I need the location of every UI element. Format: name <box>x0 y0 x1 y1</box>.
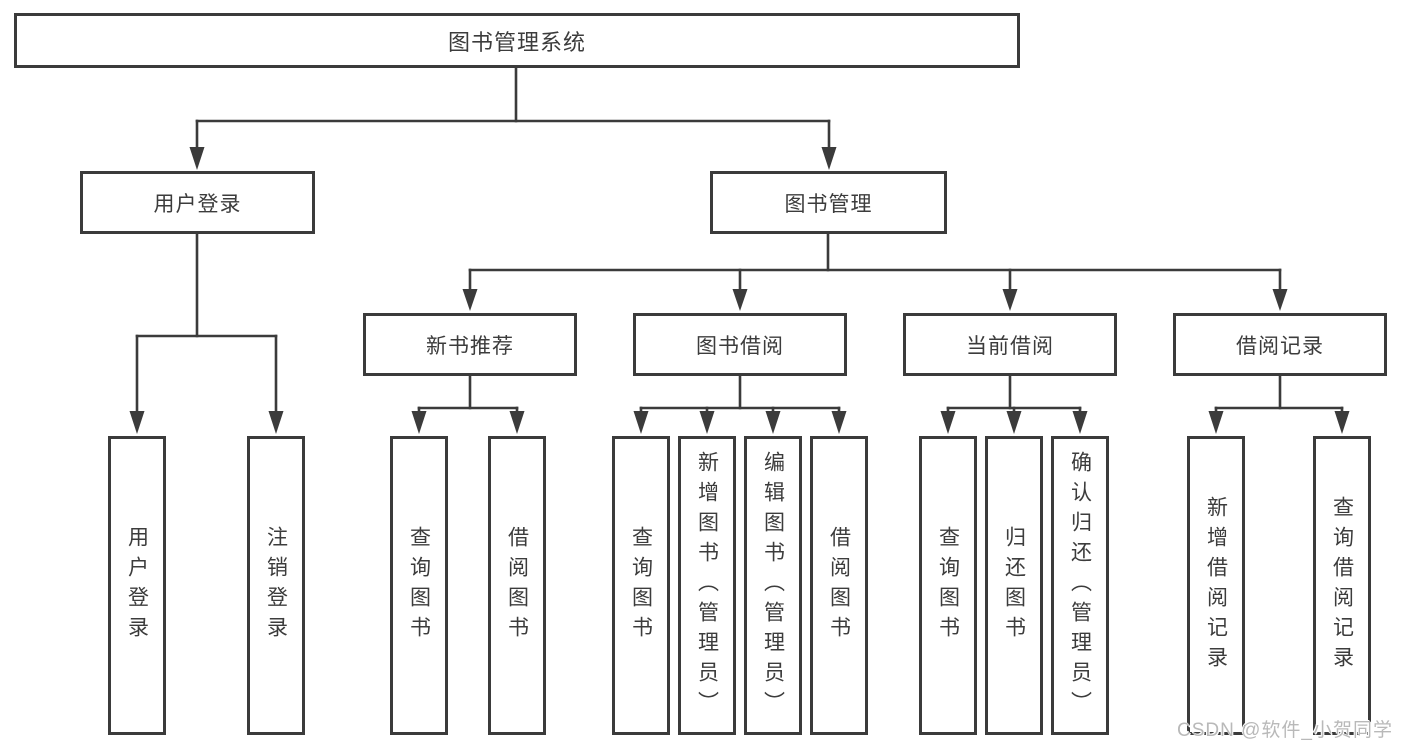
node-book-management-label: 图书管理 <box>784 192 873 216</box>
leaf-current-query-books-label: 查询图书 <box>936 525 960 646</box>
node-borrow-records-label: 借阅记录 <box>1236 334 1324 358</box>
leaf-confirm-return-admin: 确认归还（管理员） <box>1051 436 1109 735</box>
node-current-borrow-label: 当前借阅 <box>966 334 1054 358</box>
node-current-borrow: 当前借阅 <box>903 313 1117 376</box>
leaf-borrow-books: 借阅图书 <box>810 436 868 735</box>
leaf-add-books-admin-label: 新增图书（管理员） <box>695 450 719 721</box>
leaf-query-borrow-record-label: 查询借阅记录 <box>1330 495 1354 676</box>
leaf-recommend-borrow-books-label: 借阅图书 <box>505 525 529 646</box>
node-borrow-records: 借阅记录 <box>1173 313 1387 376</box>
leaf-edit-books-admin: 编辑图书（管理员） <box>744 436 802 735</box>
leaf-logout: 注销登录 <box>247 436 305 735</box>
csdn-watermark: CSDN @软件_小贺同学 <box>1177 720 1393 741</box>
node-new-book-recommend-label: 新书推荐 <box>426 334 514 358</box>
leaf-recommend-query-books-label: 查询图书 <box>407 525 431 646</box>
leaf-recommend-borrow-books: 借阅图书 <box>488 436 546 735</box>
node-user-login: 用户登录 <box>80 171 315 234</box>
node-book-borrow: 图书借阅 <box>633 313 847 376</box>
leaf-return-books: 归还图书 <box>985 436 1043 735</box>
leaf-edit-books-admin-label: 编辑图书（管理员） <box>761 450 785 721</box>
node-new-book-recommend: 新书推荐 <box>363 313 577 376</box>
node-book-borrow-label: 图书借阅 <box>696 334 784 358</box>
leaf-logout-label: 注销登录 <box>264 525 288 646</box>
leaf-borrow-query-books-label: 查询图书 <box>629 525 653 646</box>
leaf-recommend-query-books: 查询图书 <box>390 436 448 735</box>
leaf-add-borrow-record-label: 新增借阅记录 <box>1204 495 1228 676</box>
leaf-current-query-books: 查询图书 <box>919 436 977 735</box>
leaf-confirm-return-admin-label: 确认归还（管理员） <box>1068 450 1092 721</box>
leaf-borrow-books-label: 借阅图书 <box>827 525 851 646</box>
leaf-borrow-query-books: 查询图书 <box>612 436 670 735</box>
node-user-login-label: 用户登录 <box>153 192 242 216</box>
node-book-management: 图书管理 <box>710 171 947 234</box>
leaf-add-books-admin: 新增图书（管理员） <box>678 436 736 735</box>
leaf-user-login-label: 用户登录 <box>125 525 149 646</box>
node-root-system: 图书管理系统 <box>14 13 1020 68</box>
node-root-label: 图书管理系统 <box>447 29 586 55</box>
leaf-add-borrow-record: 新增借阅记录 <box>1187 436 1245 735</box>
leaf-return-books-label: 归还图书 <box>1002 525 1026 646</box>
leaf-user-login: 用户登录 <box>108 436 166 735</box>
leaf-query-borrow-record: 查询借阅记录 <box>1313 436 1371 735</box>
